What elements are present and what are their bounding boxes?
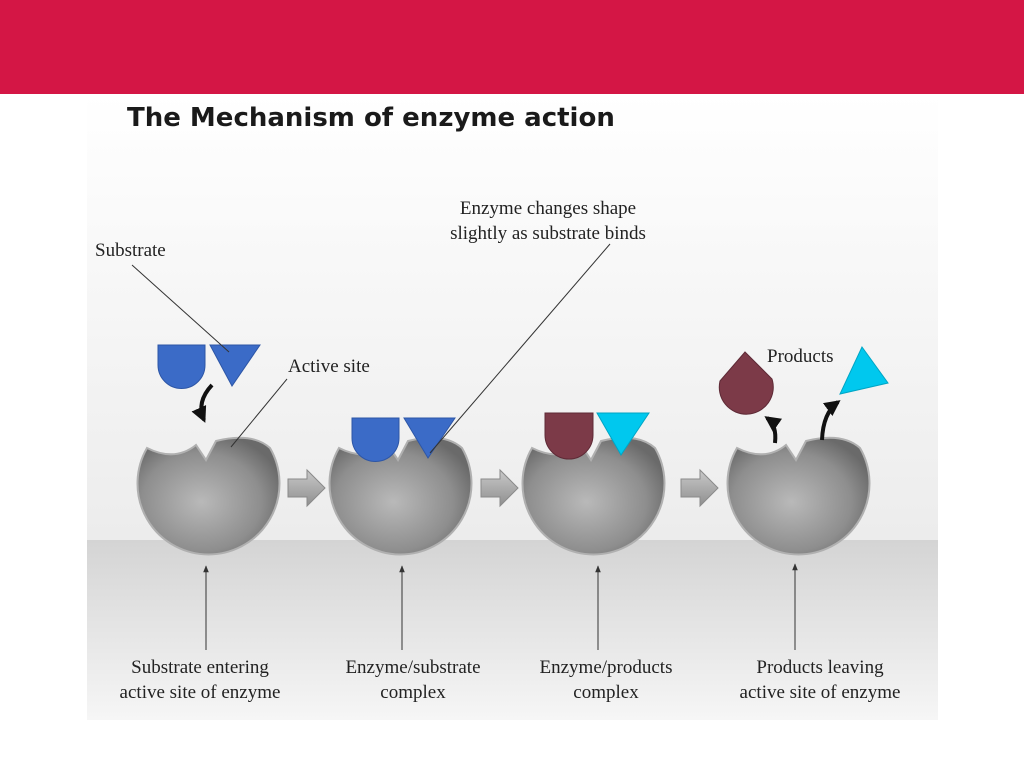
leaving-arrow-right: [820, 400, 841, 441]
product-triangle-leaving: [839, 346, 889, 395]
stage-3-caption-line1: Enzyme/products: [540, 657, 673, 678]
stage-2-caption-line2: complex: [380, 682, 446, 703]
stage-4-caption-line1: Products leaving: [756, 657, 884, 678]
products-label: Products: [767, 346, 834, 367]
active-site-pointer: [230, 378, 288, 448]
substrate-triangle-stage-2: [403, 417, 456, 459]
product-half-circle-leaving: [718, 351, 774, 415]
leaving-arrow-left: [764, 416, 783, 444]
product-half-circle-stage-3: [544, 412, 594, 460]
step-arrow-3: [680, 468, 719, 508]
stage-2-caption-line1: Enzyme/substrate: [345, 657, 480, 678]
shape-change-label-line2: slightly as substrate binds: [450, 223, 646, 244]
substrate-pointer: [131, 264, 230, 353]
stage-4-caption-line2: active site of enzyme: [740, 682, 901, 703]
shape-change-label-line1: Enzyme changes shape: [460, 198, 636, 219]
diagram-title: The Mechanism of enzyme action: [127, 103, 615, 133]
step-arrow-1: [287, 468, 326, 508]
stage-1-caption-line2: active site of enzyme: [120, 682, 281, 703]
header-bar: [0, 0, 1024, 94]
active-site-label: Active site: [288, 356, 370, 377]
substrate-half-circle-stage-2: [351, 417, 400, 462]
substrate-label: Substrate: [95, 240, 166, 261]
step-arrow-2: [480, 468, 519, 508]
product-triangle-stage-3: [596, 412, 650, 456]
stage-1-caption-line1: Substrate entering: [131, 657, 269, 678]
substrate-triangle-stage-1: [209, 344, 261, 387]
substrate-half-circle-stage-1: [157, 344, 206, 389]
entering-arrow: [191, 383, 214, 423]
stage-3-caption-line2: complex: [573, 682, 639, 703]
shape-change-pointer: [429, 243, 611, 454]
